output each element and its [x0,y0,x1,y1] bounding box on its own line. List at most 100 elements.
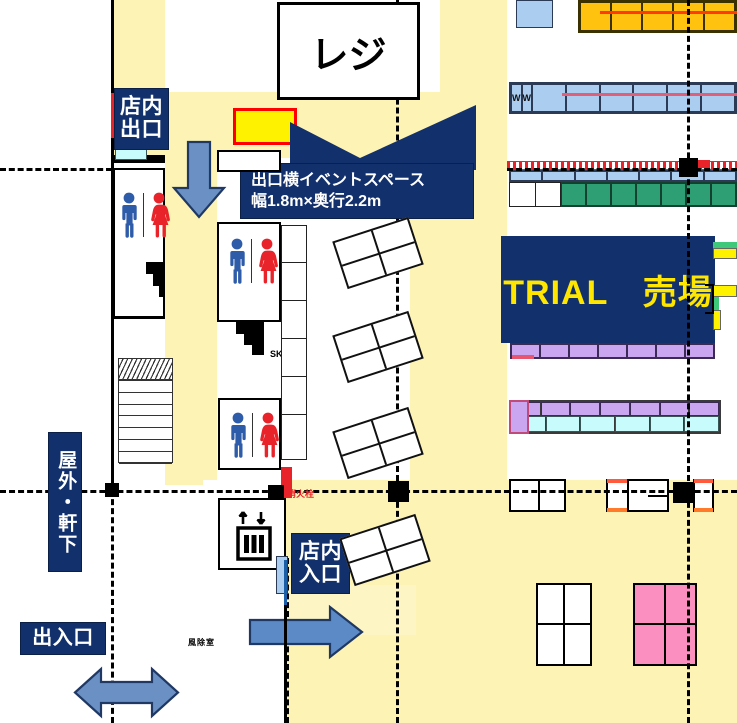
label-outdoor-eaves: 屋外・軒下 [48,432,82,572]
female-icon [259,238,278,284]
stair-black-block-1a [146,262,165,274]
wall-vertical-bottom-center [284,560,287,723]
fixture-yellow-right-1 [713,248,737,259]
shelf-column-vertical [281,225,307,460]
label-store-entrance-line2: 入口 [299,562,342,586]
fixture-red-cap-top-1 [607,479,627,483]
gateway-flow-arrow-bidirectional [73,665,180,720]
room-center-upper-opening [217,150,281,172]
label-sk-text: SK [270,349,283,359]
bracket-right-fixture [705,284,714,314]
washer-cell-1: W [511,84,522,112]
stair-step [119,452,172,464]
wall-node-left-mid [105,483,119,497]
restroom-divider-1 [143,193,144,237]
label-store-exit-line1: 店内 [120,95,163,119]
restroom-room-1 [113,168,165,318]
fire-hydrant-marker [281,467,292,498]
exit-flow-arrow-down [171,140,227,220]
stair-black-block-1c [159,286,165,297]
callout-line-1: 出口横イベントスペース [251,172,426,189]
shelf-column-div-4 [281,376,307,377]
wall-left-vertical-main [111,168,114,490]
label-fire-hydrant: 消火栓 [287,487,314,500]
fixture-red-cap-bot-1 [607,508,627,512]
shelf-column-div-2 [281,300,307,301]
label-outdoor-eaves-text: 屋外・軒下 [55,449,77,555]
gridline-horizontal-mid-right [286,490,737,493]
restroom-pictogram-2 [228,238,278,284]
male-icon [122,192,137,238]
restroom-pictogram-1 [120,192,170,238]
trial-sales-floor-banner: TRIAL 売場 [501,236,715,343]
gridline-horizontal-mid [0,490,286,493]
label-fire-hydrant-text: 消火栓 [287,489,315,499]
label-gateway: 出入口 [20,622,106,655]
label-gateway-text: 出入口 [32,626,94,649]
wall-vertical-entrance [284,560,287,605]
gridline-vertical-right [687,0,690,723]
event-space-highlight [233,108,297,145]
restroom-room-1-bottomwall [113,316,165,319]
wall-node-hydrant [268,485,284,499]
fixture-yellow-right-2 [713,285,737,297]
female-icon [151,192,170,238]
fixture-white-triple-divider1 [627,480,629,511]
gridline-horizontal-upper-right [507,168,737,171]
fixture-white-pair-left-divider [538,480,540,511]
entrance-flow-arrow-right [248,604,364,660]
female-icon [260,412,279,458]
fixture-white-pair-divider [535,182,536,207]
fixture-blue-thin-strip [509,170,737,182]
label-vestibule: 風除室 [188,637,215,648]
stair-black-block-1b [153,274,165,286]
fixture-orange-bay-redline [600,11,737,14]
fixture-red-cap-top-2 [694,479,713,483]
male-icon [230,238,245,284]
fixture-purple-endcap [509,400,529,434]
fixture-white-triple-divider2 [648,495,669,497]
washer-label-2: W [522,93,532,103]
stair-step [119,381,172,393]
elevator-icon-group [234,508,274,562]
stair-black-block-2a [236,322,264,334]
fixture-yellow-right-3 [713,310,721,330]
wall-left-vertical-top [111,0,114,168]
restroom-divider-2 [251,239,252,283]
fixture-red-cap-bot-2 [694,508,713,512]
cash-register-label: レジ [310,34,387,77]
fixture-blue-bay-redline [562,93,737,96]
stair-step [119,416,172,429]
shelf-column-div-5 [281,414,307,415]
restroom-pictogram-3 [229,412,279,458]
trial-banner-label: TRIAL 売場 [503,274,713,312]
arrow-right-icon [248,604,364,660]
label-store-exit: 店内 出口 [114,88,169,150]
arrow-down-icon [171,140,227,219]
fixture-red-marker-top [698,160,710,168]
shelf-column-div-1 [281,262,307,263]
restroom-room-2 [217,222,281,322]
stair-step [119,405,172,417]
label-vestibule-text: 風除室 [188,638,215,647]
fixture-bottom-pink-grid-h [634,623,696,625]
fixture-blue-bay: W W [509,82,737,114]
callout-tail-icon [290,105,476,170]
gridline-horizontal-upper [0,168,165,171]
fixture-orange-bay [578,0,737,33]
shelf-column-div-3 [281,338,307,339]
cash-register-box: レジ [277,2,420,100]
stair-black-block-2c [252,345,264,355]
wall-node-center-mid [388,481,409,502]
fixture-blue-square-top [516,0,553,28]
stair-step [119,440,172,452]
fixture-purple-bay-upper [510,343,715,359]
callout-event-space: 出口横イベントスペース 幅1.8m×奥行2.2m [240,163,474,219]
arrow-left-right-icon [73,666,180,719]
label-store-exit-line2: 出口 [120,118,163,141]
stair-step [119,393,172,405]
fixture-bottom-white-grid-h [537,623,591,625]
male-icon [231,412,246,458]
label-sk: SK [270,349,283,359]
